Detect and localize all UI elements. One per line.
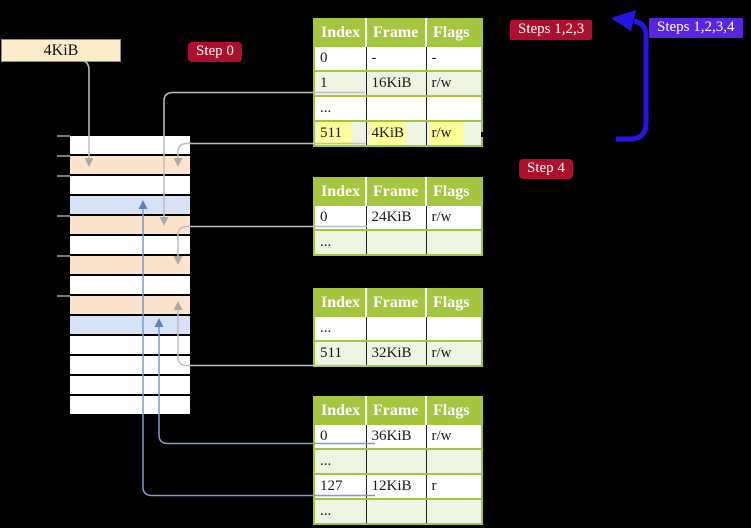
- page-size-label: 4KiB: [43, 42, 79, 59]
- page-table-1: Index Frame Flags 0 - - 1 16KiB r/w ... …: [313, 18, 483, 147]
- frame-cell: 24KiB: [366, 204, 427, 230]
- flags-cell: r/w: [426, 70, 482, 96]
- flags-cell: [426, 315, 482, 341]
- frame-cell: 36KiB: [366, 423, 427, 449]
- index-cell: 127: [314, 473, 367, 499]
- frame-cell: 4KiB: [366, 120, 427, 146]
- index-column-header: Index: [314, 178, 367, 205]
- flags-cell: [426, 448, 482, 474]
- address-tick: [57, 135, 70, 137]
- highlight: 4KiB: [371, 123, 405, 144]
- index-cell: 1: [314, 70, 367, 96]
- table-row: 127 12KiB r: [314, 473, 482, 499]
- index-cell: 0: [314, 45, 367, 71]
- frame-cell: -: [366, 45, 427, 71]
- flags-cell: r/w: [426, 204, 482, 230]
- memory-frame-blue: [70, 316, 190, 334]
- physical-memory-strip: [70, 136, 190, 414]
- index-cell: ...: [314, 315, 367, 341]
- table3-header-row: Index Frame Flags: [314, 289, 482, 316]
- steps1234-badge: Steps 1,2,3,4: [649, 18, 743, 38]
- flags-cell: r/w: [426, 423, 482, 449]
- steps123-badge: Steps 1,2,3: [510, 20, 593, 40]
- flags-column-header: Flags: [426, 19, 482, 46]
- address-tick: [57, 215, 70, 217]
- table-row: 511 32KiB r/w: [314, 340, 482, 366]
- flags-cell: r/w: [426, 340, 482, 366]
- memory-frame-blue: [70, 196, 190, 214]
- table-row: ...: [314, 315, 482, 341]
- index-column-header: Index: [314, 397, 367, 424]
- table-row: 1 16KiB r/w: [314, 70, 482, 96]
- table-row-highlighted: 511 4KiB r/w: [314, 120, 482, 146]
- index-cell: ...: [314, 95, 367, 121]
- table2-header-row: Index Frame Flags: [314, 178, 482, 205]
- flags-cell: [426, 95, 482, 121]
- memory-frame-white: [70, 136, 190, 154]
- frame-cell: [366, 448, 427, 474]
- table-row: ...: [314, 498, 482, 524]
- frame-cell: [366, 315, 427, 341]
- table1-header-row: Index Frame Flags: [314, 19, 482, 46]
- address-tick: [57, 295, 70, 297]
- memory-frame-white: [70, 396, 190, 414]
- index-cell: 511: [314, 120, 367, 146]
- index-cell: ...: [314, 448, 367, 474]
- table-row: 0 - -: [314, 45, 482, 71]
- frame-cell: 32KiB: [366, 340, 427, 366]
- table-row: ...: [314, 95, 482, 121]
- flags-cell: [426, 498, 482, 524]
- index-cell: 0: [314, 423, 367, 449]
- index-cell: ...: [314, 229, 367, 255]
- index-column-header: Index: [314, 19, 367, 46]
- flags-cell: r: [426, 473, 482, 499]
- table-row: 0 36KiB r/w: [314, 423, 482, 449]
- frame-column-header: Frame: [366, 289, 427, 316]
- flags-cell: -: [426, 45, 482, 71]
- step4-badge: Step 4: [519, 159, 573, 179]
- arrow-t1row511-to-frame4: [173, 142, 365, 167]
- frame-cell: [366, 498, 427, 524]
- memory-frame-peach: [70, 216, 190, 234]
- page-table-2: Index Frame Flags 0 24KiB r/w ...: [313, 177, 483, 256]
- memory-frame-peach: [70, 156, 190, 174]
- highlight: r/w: [431, 123, 462, 144]
- memory-frame-peach: [70, 256, 190, 274]
- memory-frame-white: [70, 236, 190, 254]
- frame-column-header: Frame: [366, 19, 427, 46]
- memory-frame-white: [70, 336, 190, 354]
- memory-frame-white: [70, 376, 190, 394]
- memory-frame-white: [70, 276, 190, 294]
- highlight: 511: [320, 123, 350, 144]
- step0-badge: Step 0: [188, 42, 242, 62]
- frame-cell: 16KiB: [366, 70, 427, 96]
- page-table-3: Index Frame Flags ... 511 32KiB r/w: [313, 288, 483, 367]
- flags-column-header: Flags: [426, 397, 482, 424]
- index-column-header: Index: [314, 289, 367, 316]
- address-tick: [57, 175, 70, 177]
- memory-frame-white: [70, 176, 190, 194]
- table-row: 0 24KiB r/w: [314, 204, 482, 230]
- index-cell: ...: [314, 498, 367, 524]
- frame-cell: 12KiB: [366, 473, 427, 499]
- frame-cell: [366, 95, 427, 121]
- flags-column-header: Flags: [426, 289, 482, 316]
- page-size-box: 4KiB: [1, 39, 121, 62]
- address-tick: [57, 255, 70, 257]
- address-tick: [57, 155, 70, 157]
- flags-cell: r/w: [426, 120, 482, 146]
- index-cell: 511: [314, 340, 367, 366]
- table-row: ...: [314, 448, 482, 474]
- frame-column-header: Frame: [366, 178, 427, 205]
- memory-frame-peach: [70, 296, 190, 314]
- table4-header-row: Index Frame Flags: [314, 397, 482, 424]
- memory-frame-white: [70, 356, 190, 374]
- page-table-4: Index Frame Flags 0 36KiB r/w ... 127 12…: [313, 396, 483, 525]
- flags-cell: [426, 229, 482, 255]
- index-cell: 0: [314, 204, 367, 230]
- flags-column-header: Flags: [426, 178, 482, 205]
- frame-cell: [366, 229, 427, 255]
- table-row: ...: [314, 229, 482, 255]
- frame-column-header: Frame: [366, 397, 427, 424]
